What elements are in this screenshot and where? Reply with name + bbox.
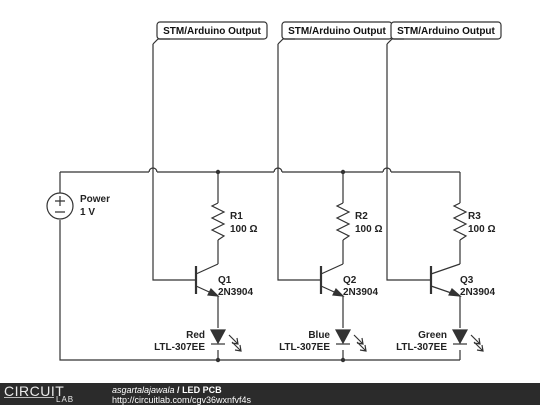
- r3-value: 100 Ω: [468, 224, 495, 235]
- led-green-part: LTL-307EE: [396, 342, 447, 353]
- output-tag-2: STM/Arduino Output: [277, 21, 393, 45]
- junction-dot: [215, 169, 221, 175]
- transistor-symbols: [194, 263, 462, 297]
- power-value: 1 V: [80, 207, 95, 218]
- led-red-symbol: [209, 329, 242, 352]
- resistor-r1-symbol: [210, 202, 226, 241]
- junctions: [215, 169, 346, 363]
- output-tag-1-label: STM/Arduino Output: [163, 26, 261, 37]
- q3-name: Q3: [460, 275, 474, 286]
- q2-name: Q2: [343, 275, 357, 286]
- led-blue-name: Blue: [308, 330, 330, 341]
- circuit-url-link[interactable]: http://circuitlab.com/cgv36wxnfvf4s: [112, 395, 252, 405]
- logo-divider: [4, 397, 54, 398]
- r2-name: R2: [355, 211, 368, 222]
- output-tag-3-label: STM/Arduino Output: [397, 26, 495, 37]
- r1-value: 100 Ω: [230, 224, 257, 235]
- output-tag-1: STM/Arduino Output: [152, 21, 268, 45]
- q2-part: 2N3904: [343, 287, 378, 298]
- led-blue-symbol: [334, 329, 367, 352]
- led-blue-part: LTL-307EE: [279, 342, 330, 353]
- q3-part: 2N3904: [460, 287, 495, 298]
- power-source-symbol: [46, 192, 74, 220]
- output-tag-2-label: STM/Arduino Output: [288, 26, 386, 37]
- transistor-q1-symbol: [194, 263, 220, 297]
- transistor-q2-symbol: [319, 263, 345, 297]
- output-tag-3: STM/Arduino Output: [386, 21, 502, 45]
- resistor-r2-symbol: [335, 202, 351, 241]
- junction-dot: [215, 357, 221, 363]
- footer-bar: CIRCUIT LAB asgartalajawala / LED PCB ht…: [0, 383, 540, 405]
- r1-name: R1: [230, 211, 243, 222]
- led-green-symbol: [451, 329, 484, 352]
- circuit-title: LED PCB: [182, 385, 222, 395]
- r2-value: 100 Ω: [355, 224, 382, 235]
- wires: [59, 44, 461, 361]
- resistor-r3-symbol: [452, 202, 468, 241]
- r3-name: R3: [468, 211, 481, 222]
- circuitlab-logo: CIRCUIT: [4, 383, 65, 399]
- junction-dot: [340, 169, 346, 175]
- credit-line: asgartalajawala / LED PCB: [112, 385, 222, 395]
- led-red-part: LTL-307EE: [154, 342, 205, 353]
- resistor-symbols: [210, 202, 468, 241]
- power-name: Power: [80, 194, 110, 205]
- schematic: STM/Arduino Output STM/Arduino Output ST…: [46, 21, 502, 363]
- credit-separator: /: [174, 385, 183, 395]
- q1-part: 2N3904: [218, 287, 253, 298]
- led-green-name: Green: [418, 330, 447, 341]
- transistor-q3-symbol: [429, 263, 462, 297]
- junction-dot: [340, 357, 346, 363]
- author-link[interactable]: asgartalajawala: [112, 385, 175, 395]
- q1-name: Q1: [218, 275, 232, 286]
- circuitlab-logo-lab: LAB: [56, 395, 75, 404]
- led-red-name: Red: [186, 330, 205, 341]
- led-symbols: [209, 329, 484, 352]
